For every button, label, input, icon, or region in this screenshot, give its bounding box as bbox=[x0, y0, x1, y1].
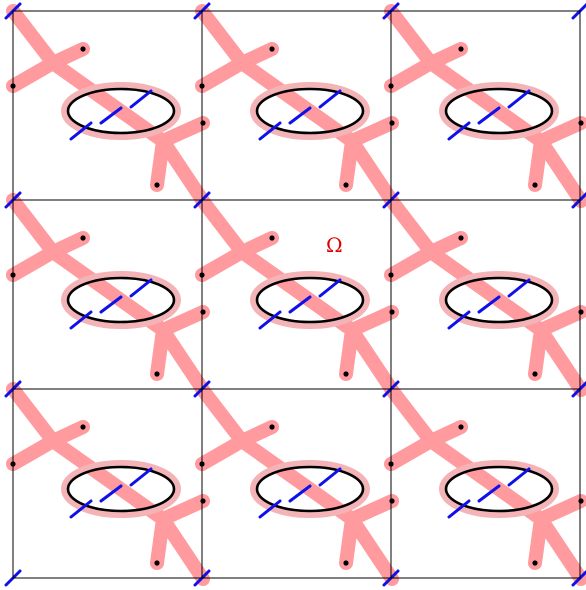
cell-2-0 bbox=[6, 382, 206, 579]
cells-group bbox=[6, 4, 586, 587]
cell-1-1 bbox=[195, 193, 395, 390]
cell-border-2-2 bbox=[390, 388, 581, 579]
cell-2-1 bbox=[195, 382, 395, 579]
cell-0-0 bbox=[6, 4, 206, 201]
cell-borders bbox=[12, 10, 581, 579]
cell-0-2 bbox=[384, 4, 584, 201]
cell-0-1 bbox=[195, 4, 395, 201]
cell-1-0 bbox=[6, 193, 206, 390]
omega-label: Ω bbox=[326, 233, 343, 257]
cell-2-2 bbox=[384, 382, 584, 579]
cell-1-2 bbox=[384, 193, 584, 390]
